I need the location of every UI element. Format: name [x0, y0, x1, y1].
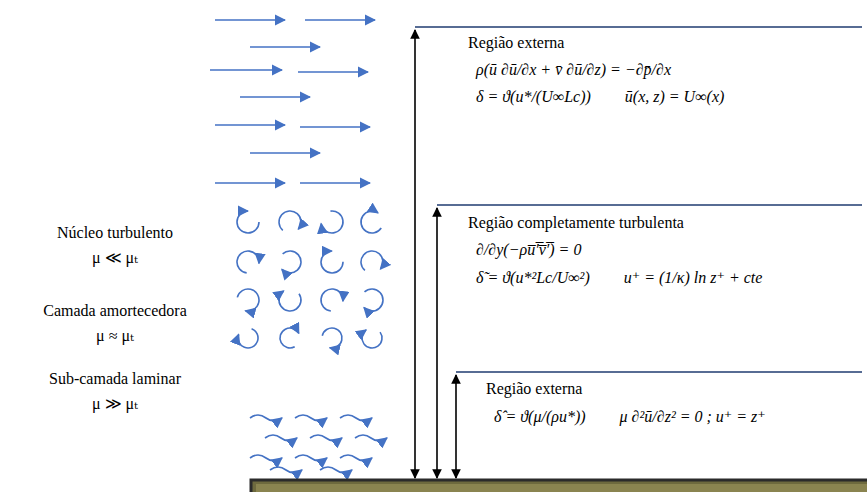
- eddy-arrow: [236, 250, 261, 275]
- wall-face: [256, 484, 867, 492]
- text-row: δ = ϑ(u*/(U∞Lc)) ū(x, z) = U∞(x): [468, 88, 854, 106]
- laminar-arrow: [320, 467, 352, 473]
- flow-arrow: [250, 152, 320, 154]
- region-line: [415, 26, 862, 27]
- text-row: Região externa: [468, 34, 854, 52]
- eddy-arrow: [358, 324, 386, 352]
- laminar-arrow: [340, 455, 372, 461]
- laminar-arrow: [250, 455, 282, 461]
- region-band: Região externa ρ(ū ∂ū/∂x + v̄ ∂ū/∂z) = −∂…: [462, 32, 860, 117]
- double-arrow: [455, 375, 457, 478]
- equation: μ ∂²ū/∂z² = 0 ; u⁺ = z⁺: [620, 407, 766, 426]
- equation: δ̂ = ϑ(μ/(ρu*)): [494, 408, 586, 426]
- eddy-arrow: [357, 207, 387, 237]
- eddy-arrow: [320, 288, 344, 312]
- text-row: δ̂ = ϑ(μ/(ρu*)) μ ∂²ū/∂z² = 0 ; u⁺ = z⁺: [486, 407, 854, 426]
- eddy-arrow: [320, 210, 345, 235]
- region-title: Região completamente turbulenta: [468, 214, 684, 232]
- wall: [251, 480, 867, 492]
- eddy-arrow: [321, 251, 343, 273]
- layer-name: Núcleo turbulento: [57, 224, 173, 242]
- equation: u⁺ = (1/κ) ln z⁺ + cte: [624, 268, 763, 287]
- viscosity-relation: μ ≫ μₜ: [92, 394, 138, 413]
- laminar-arrow: [250, 415, 282, 421]
- eddy-arrow: [357, 247, 388, 278]
- flow-arrows: [210, 20, 388, 473]
- eddy-arrow: [237, 211, 259, 233]
- laminar-arrow: [355, 435, 387, 441]
- eddy-arrow: [275, 285, 306, 316]
- text-row: ρ(ū ∂ū/∂x + v̄ ∂ū/∂z) = −∂p̄/∂x: [468, 61, 854, 79]
- laminar-arrow: [270, 467, 302, 473]
- laminar-arrow: [295, 415, 327, 421]
- equation: ū(x, z) = U∞(x): [625, 88, 725, 106]
- eddy-arrow: [276, 324, 303, 351]
- region-title: Região externa: [468, 34, 564, 52]
- flow-arrow: [240, 96, 310, 98]
- flow-arrow: [300, 126, 370, 128]
- double-arrow: [414, 30, 416, 478]
- laminar-arrow: [340, 415, 372, 421]
- flow-arrow: [215, 124, 285, 126]
- eddy-arrow: [274, 206, 305, 237]
- equation: ρ(ū ∂ū/∂x + v̄ ∂ū/∂z) = −∂p̄/∂x: [476, 61, 671, 79]
- flow-arrow: [250, 46, 320, 48]
- viscosity-relation: μ ≈ μₜ: [96, 326, 134, 345]
- flow-arrow: [215, 19, 285, 21]
- layer-name: Camada amortecedora: [43, 302, 186, 320]
- eddy-arrow: [320, 326, 344, 350]
- eddy-arrow: [274, 246, 305, 277]
- equation: ∂/∂y(−ρu̅′̅v̅′̅) = 0: [476, 241, 581, 259]
- thickness-arrows: [415, 30, 456, 478]
- viscosity-relation: μ ≪ μₜ: [92, 248, 138, 267]
- layer-name: Sub-camada laminar: [49, 370, 181, 388]
- text-row: ∂/∂y(−ρu̅′̅v̅′̅) = 0: [468, 241, 854, 259]
- laminar-arrow: [295, 455, 327, 461]
- region-title: Região externa: [486, 380, 582, 398]
- flow-arrow: [210, 69, 282, 71]
- region-line: [437, 204, 862, 205]
- text-row: Região completamente turbulenta: [468, 214, 854, 232]
- region-band: Região externa δ̂ = ϑ(μ/(ρu*)) μ ∂²ū/∂z² =…: [480, 378, 860, 437]
- equation: δ = ϑ(u*/(U∞Lc)): [476, 88, 591, 106]
- laminar-arrow: [310, 435, 342, 441]
- flow-arrow: [298, 71, 368, 73]
- region-lines: [415, 27, 862, 372]
- eddy-arrow: [356, 284, 387, 315]
- flow-arrow: [215, 182, 285, 184]
- double-arrow: [436, 208, 438, 478]
- region-band: Região completamente turbulenta ∂/∂y(−ρu̅…: [462, 212, 860, 298]
- region-line: [456, 371, 862, 372]
- flow-arrow: [300, 182, 370, 184]
- laminar-arrow: [265, 435, 297, 441]
- flow-arrow: [305, 19, 375, 21]
- eddy-arrow: [235, 325, 261, 351]
- text-row: δ̃ = ϑ(u*²Lc/U∞²) u⁺ = (1/κ) ln z⁺ + cte: [468, 268, 854, 287]
- equation: δ̃ = ϑ(u*²Lc/U∞²): [476, 269, 590, 287]
- eddy-arrow: [235, 287, 262, 314]
- text-row: Região externa: [486, 380, 854, 398]
